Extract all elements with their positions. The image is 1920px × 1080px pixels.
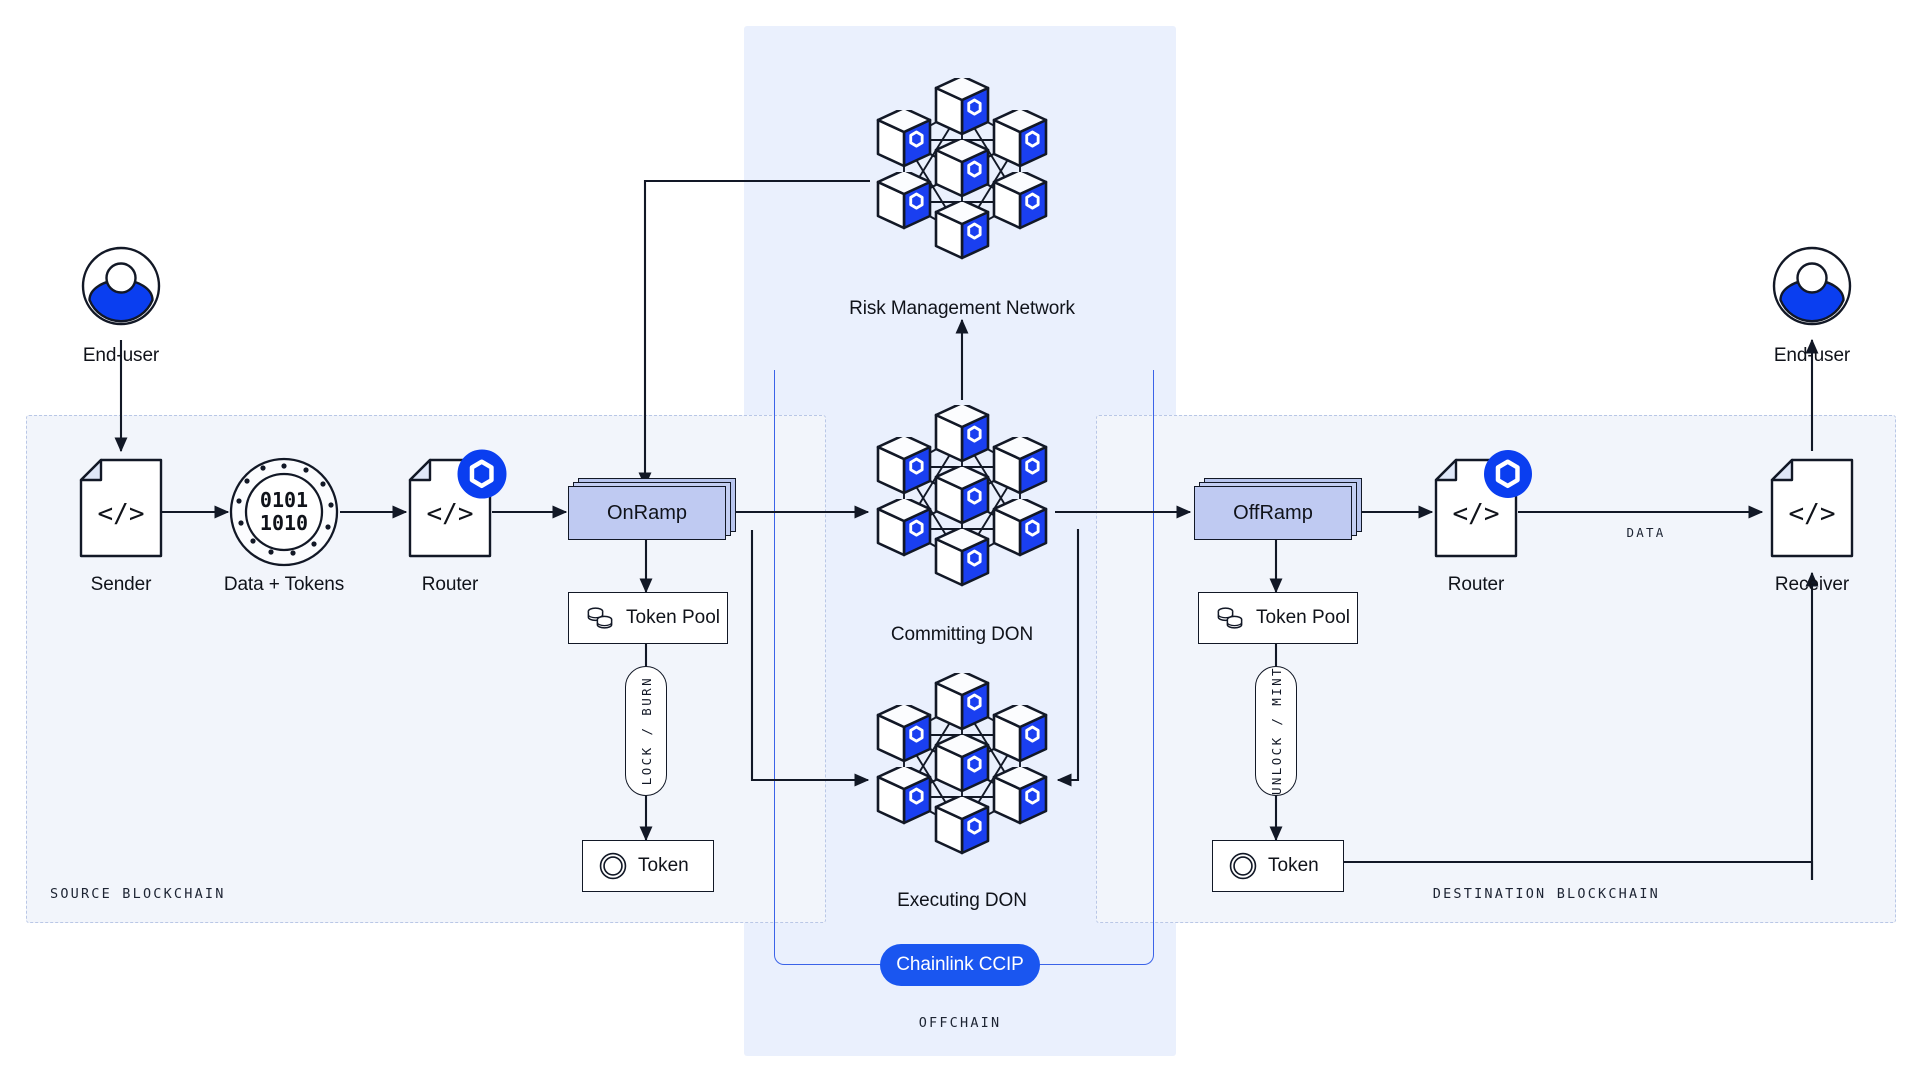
svg-text:</>: </> [427,499,474,529]
data-tokens-label: Data + Tokens [223,574,345,595]
committing-don-label: Committing DON [890,624,1034,645]
token-box-destination[interactable]: Token [1212,840,1344,892]
token-pool-box-destination[interactable]: Token Pool [1198,592,1358,644]
svg-text:</>: </> [1789,499,1836,529]
lock-burn-pill: LOCK / BURN [625,666,667,796]
end-user-label-destination: End-user [1773,345,1851,366]
don-node-cluster-icon-committing [878,403,1046,585]
token-label-destination: Token [1268,855,1319,876]
sender-label: Sender [90,574,152,595]
token-pool-box-source[interactable]: Token Pool [568,592,728,644]
unlock-mint-pill: UNLOCK / MINT [1255,666,1297,796]
token-label-source: Token [638,855,689,876]
code-file-icon-router-destination: </> [1434,458,1518,558]
code-file-icon-sender: </> [79,458,163,558]
panel-offchain-label: OFFCHAIN [918,1015,1002,1031]
coin-stack-icon [1217,607,1243,629]
token-pool-label-source: Token Pool [626,607,721,628]
user-avatar-icon-destination [1772,246,1852,326]
end-user-label-source: End-user [82,345,160,366]
risk-management-network-label: Risk Management Network [849,298,1075,319]
router-label-destination: Router [1447,574,1505,595]
user-avatar-icon-source [81,246,161,326]
onramp-label: OnRamp [568,486,726,540]
receiver-label: Receiver [1774,574,1850,595]
token-pool-label-destination: Token Pool [1256,607,1351,628]
svg-text:1010: 1010 [260,511,308,535]
router-label-source: Router [421,574,479,595]
data-edge-label: DATA [1626,525,1666,540]
svg-text:</>: </> [98,499,145,529]
offramp-box[interactable]: OffRamp [1194,478,1362,540]
executing-don-label: Executing DON [897,890,1027,911]
panel-destination-label: DESTINATION BLOCKCHAIN [1432,886,1660,902]
code-file-icon-receiver: </> [1770,458,1854,558]
chainlink-hex-icon-router-source [457,449,507,499]
token-ring-icon [1229,852,1257,880]
code-file-icon-router-source: </> [408,458,492,558]
onramp-box[interactable]: OnRamp [568,478,736,540]
chainlink-ccip-badge[interactable]: Chainlink CCIP [880,944,1040,986]
svg-text:0101: 0101 [260,488,308,512]
panel-source-label: SOURCE BLOCKCHAIN [50,886,226,902]
don-node-cluster-icon-risk-management [878,76,1046,258]
token-box-source[interactable]: Token [582,840,714,892]
unlock-mint-label: UNLOCK / MINT [1268,666,1284,796]
lock-burn-label: LOCK / BURN [638,676,654,786]
offramp-label: OffRamp [1194,486,1352,540]
token-ring-icon [599,852,627,880]
binary-disc-icon: 0101 1010 [229,457,339,567]
don-node-cluster-icon-executing [878,671,1046,853]
coin-stack-icon [587,607,613,629]
chainlink-hex-icon-router-destination [1484,450,1532,498]
svg-text:</>: </> [1453,499,1500,529]
